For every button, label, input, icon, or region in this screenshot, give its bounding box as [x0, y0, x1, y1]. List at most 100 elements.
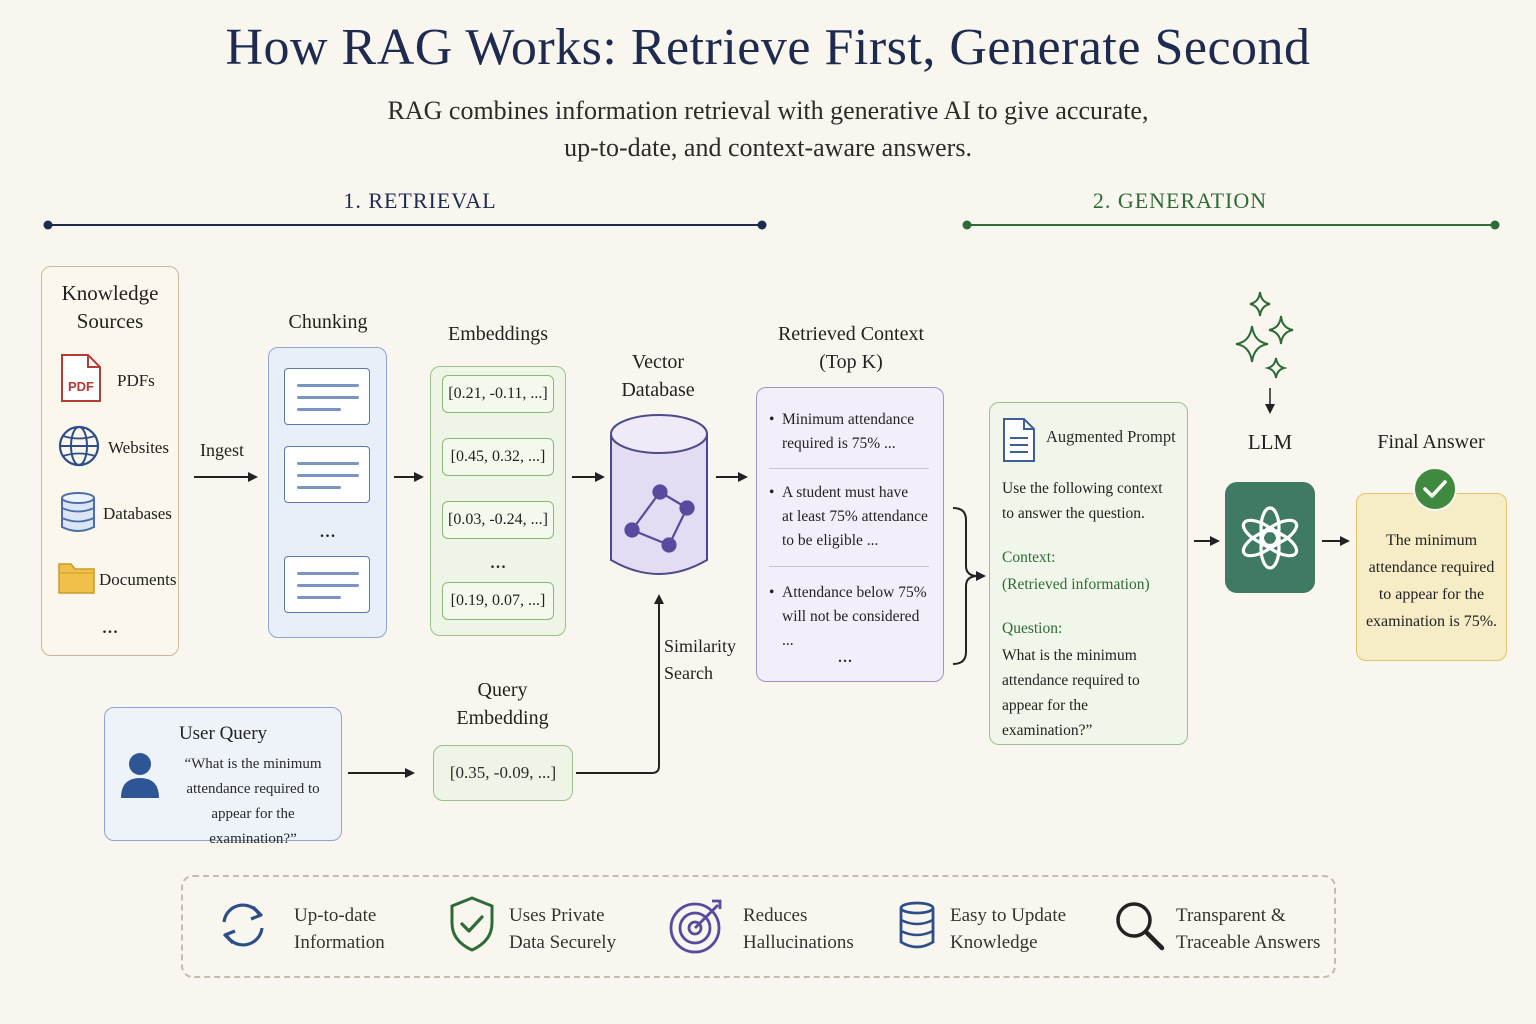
database-icon: [899, 901, 935, 949]
target-icon: [669, 899, 722, 954]
final-answer-line-2: attendance required: [1368, 559, 1495, 576]
database-icon: [61, 492, 95, 532]
source-websites: Websites: [108, 438, 169, 457]
similarity-search-arrow: [576, 594, 664, 774]
benefit-line-2: Traceable Answers: [1176, 932, 1321, 953]
prompt-question-line-2: attendance required to: [1002, 672, 1140, 689]
embeddings-label: Embeddings: [448, 323, 548, 345]
benefit-line-2: Information: [294, 932, 385, 953]
final-answer-text: The minimum attendance required to appea…: [1357, 527, 1506, 635]
knowledge-title-line-2: Sources: [76, 309, 144, 333]
augmented-prompt-panel: Augmented Prompt Use the following conte…: [989, 402, 1188, 745]
benefit-item: Easy to Update Knowledge: [950, 902, 1066, 956]
vector-db-label-line-1: Vector: [631, 351, 685, 373]
benefit-line-2: Data Securely: [509, 932, 617, 953]
retrieval-section-line: [43, 220, 767, 230]
prompt-context-label: Context:: [1002, 549, 1056, 566]
refresh-icon: [222, 903, 264, 947]
context-brace: [952, 507, 979, 665]
globe-icon: [58, 425, 100, 467]
retrieved-context-panel: •Minimum attendance required is 75% ... …: [756, 387, 944, 682]
llm-label: LLM: [1247, 430, 1293, 454]
knowledge-sources-panel: Knowledge Sources PDF PDFs Websites Data…: [41, 266, 179, 656]
user-query-line-3: appear for the examination?”: [209, 806, 297, 847]
context-item: •Attendance below 75% will not be consid…: [769, 581, 934, 653]
retrieved-title-line-1: Retrieved Context: [777, 323, 925, 345]
retrieved-more: ...: [837, 645, 853, 667]
benefit-line-1: Uses Private: [509, 905, 605, 926]
user-query-panel: User Query “What is the minimum attendan…: [104, 707, 342, 847]
context-divider: [769, 566, 929, 567]
chunk-card: [284, 556, 370, 613]
chunking-panel: ...: [268, 347, 387, 638]
subtitle-line-1: RAG combines information retrieval with …: [387, 96, 1149, 125]
page-subtitle: RAG combines information retrieval with …: [318, 92, 1218, 166]
similarity-label-line-2: Search: [664, 663, 713, 683]
context-item-text: required is 75% ...: [782, 435, 896, 452]
vector-database-icon: [610, 414, 708, 575]
retrieved-title-line-2: (Top K): [819, 351, 883, 373]
benefit-line-1: Up-to-date: [294, 905, 377, 926]
source-databases: Databases: [103, 504, 172, 523]
generation-section-line: [962, 220, 1500, 230]
folder-icon: [58, 563, 95, 594]
benefit-item: Reduces Hallucinations: [743, 902, 854, 956]
prompt-question-line-3: appear for the examination?”: [1002, 697, 1093, 739]
context-item-text: will not be considered ...: [782, 608, 920, 649]
context-item-text: A student must have: [782, 484, 909, 501]
query-embedding-vector: [0.35, -0.09, ...]: [433, 745, 573, 801]
prompt-question-label: Question:: [1002, 620, 1063, 637]
page-title: How RAG Works: Retrieve First, Generate …: [225, 19, 1311, 76]
retrieval-section-label: 1. RETRIEVAL: [343, 188, 497, 213]
similarity-label-line-1: Similarity: [664, 636, 736, 656]
chunking-more: ...: [319, 517, 336, 542]
embedding-vector: [0.45, 0.32, ...]: [442, 438, 554, 476]
context-item-text: Minimum attendance: [782, 411, 915, 428]
final-answer-line-1: The minimum: [1385, 532, 1478, 549]
check-icon: [1413, 467, 1457, 511]
benefit-line-2: Knowledge: [950, 932, 1038, 953]
pdf-badge-text: PDF: [68, 379, 94, 394]
source-pdfs: PDFs: [117, 371, 155, 390]
benefits-panel: [181, 875, 1336, 978]
chunking-label: Chunking: [288, 311, 368, 333]
benefit-item: Up-to-date Information: [294, 902, 385, 956]
query-embedding-label-line-2: Embedding: [456, 707, 549, 729]
magnifier-icon: [1116, 902, 1165, 951]
pdf-icon: PDF: [61, 354, 101, 402]
chunk-card: [284, 368, 370, 425]
user-query-title: User Query: [178, 723, 268, 744]
embedding-vector: [0.03, -0.24, ...]: [442, 501, 554, 539]
prompt-instruction-line-1: Use the following context: [1002, 480, 1163, 497]
benefit-item: Transparent & Traceable Answers: [1176, 902, 1320, 956]
vector-db-label-line-2: Database: [621, 379, 695, 401]
benefit-item: Uses Private Data Securely: [509, 902, 616, 956]
user-query-line-2: attendance required to: [186, 781, 320, 797]
shield-check-icon: [450, 896, 494, 952]
prompt-instruction-line-2: to answer the question.: [1002, 505, 1145, 522]
user-query-line-1: “What is the minimum: [184, 756, 322, 772]
context-item-text: Attendance below 75%: [782, 584, 927, 601]
final-answer-line-3: to appear for the: [1378, 586, 1485, 603]
knowledge-title-line-1: Knowledge: [61, 281, 159, 305]
query-embedding-label-line-1: Query: [477, 679, 528, 701]
llm-block: [1225, 482, 1315, 593]
final-answer-panel: The minimum attendance required to appea…: [1356, 493, 1507, 661]
benefit-line-1: Easy to Update: [950, 905, 1067, 926]
benefit-line-1: Reduces: [743, 905, 808, 926]
prompt-context-value: (Retrieved information): [1002, 576, 1150, 593]
subtitle-line-2: up-to-date, and context-aware answers.: [564, 133, 972, 162]
final-answer-line-4: examination is 75%.: [1365, 613, 1498, 630]
knowledge-more: ...: [101, 613, 119, 638]
context-divider: [769, 468, 929, 469]
context-item: •Minimum attendance required is 75% ...: [769, 408, 934, 456]
embeddings-more: ...: [489, 548, 507, 573]
embeddings-panel: [0.21, -0.11, ...] [0.45, 0.32, ...] [0.…: [430, 366, 566, 636]
context-item-text: to be eligible ...: [782, 532, 879, 549]
benefit-line-2: Hallucinations: [743, 932, 854, 953]
source-documents: Documents: [99, 570, 177, 589]
final-answer-label: Final Answer: [1377, 431, 1485, 453]
benefit-line-1: Transparent &: [1176, 905, 1286, 926]
generation-section-label: 2. GENERATION: [1092, 188, 1268, 213]
